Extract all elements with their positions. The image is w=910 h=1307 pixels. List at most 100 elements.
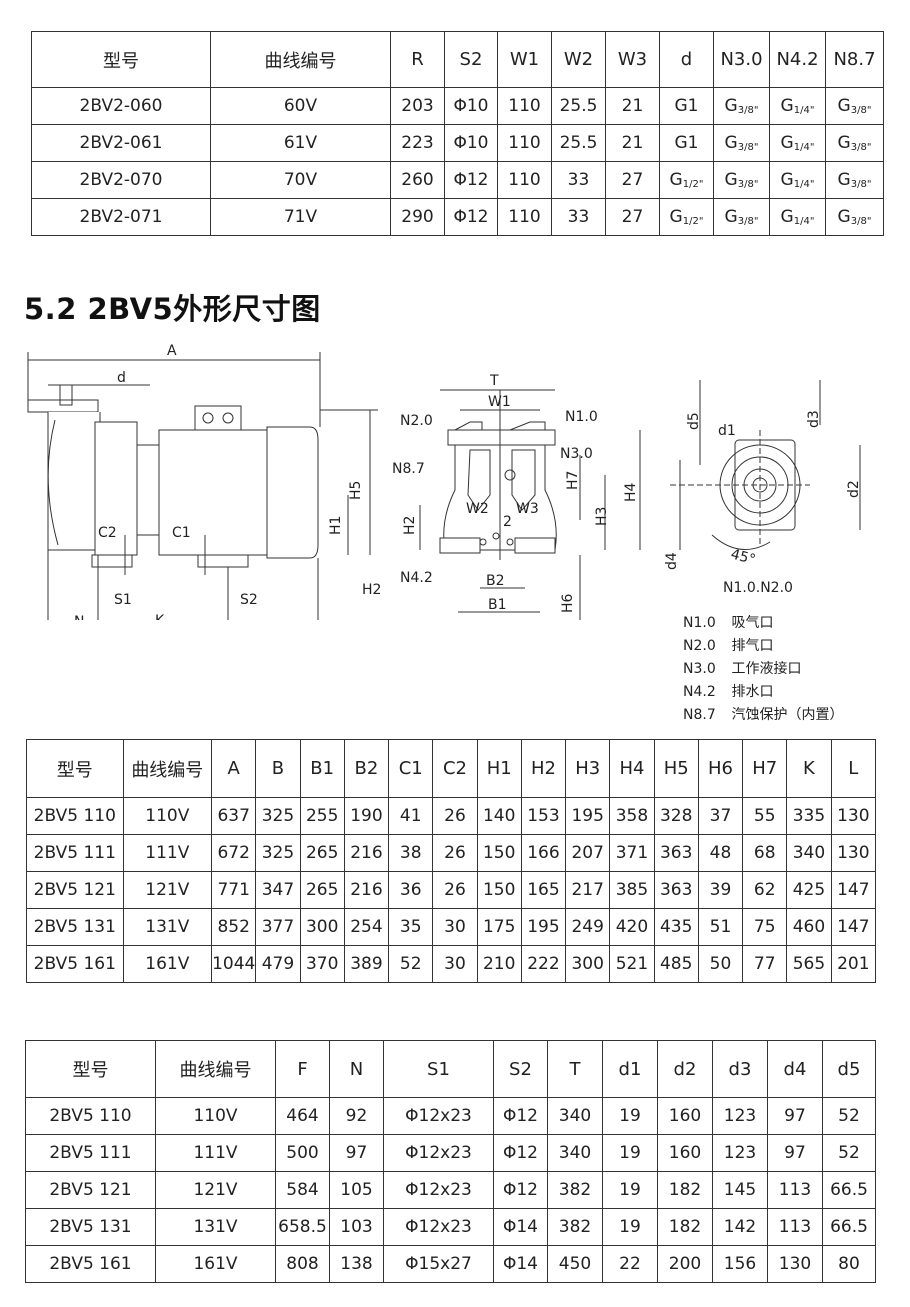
port-N8-7-label: N8.7: [392, 461, 425, 477]
table-cell: 52: [388, 945, 434, 983]
dim-d4-label: d4: [664, 552, 680, 570]
table-cell: 207: [565, 834, 611, 872]
table-cell: 27: [605, 161, 660, 199]
thread-size-base: G: [669, 207, 683, 227]
table-cell: 2BV5 121: [25, 1171, 156, 1209]
thread-size-base: G: [724, 170, 738, 190]
table-cell: 147: [830, 871, 877, 909]
legend-desc: 汽蚀保护（内置）: [731, 707, 844, 723]
flange-ports-label: N1.0.N2.0: [723, 580, 793, 596]
table-cell: 435: [653, 908, 699, 946]
table-cell: G1/4": [769, 161, 826, 199]
table-cell: 2BV5 110: [26, 797, 124, 835]
table-cell: 195: [565, 797, 611, 835]
port-N4-2-label: N4.2: [400, 570, 433, 586]
table-cell: 464: [275, 1097, 330, 1135]
table-cell: 160: [657, 1097, 713, 1135]
table-cell: 2BV5 161: [25, 1245, 156, 1283]
table-cell: 113: [767, 1171, 823, 1209]
column-header: N4.2: [769, 31, 826, 88]
column-header: W3: [605, 31, 660, 88]
table-cell: 255: [299, 797, 345, 835]
table-cell: 51: [697, 908, 744, 946]
table-cell: 33: [551, 198, 606, 236]
column-header: F: [275, 1040, 330, 1098]
dim-A-label: A: [167, 343, 177, 359]
table-cell: 195: [520, 908, 567, 946]
table-cell: 97: [329, 1134, 384, 1172]
thread-size-fraction: 3/8": [850, 105, 872, 116]
table-cell: 48: [697, 834, 744, 872]
dim-T-label: T: [489, 373, 499, 389]
table-cell: 26: [432, 797, 478, 835]
column-header: 型号: [26, 739, 124, 798]
thread-size-base: G1: [674, 96, 699, 116]
column-header: d4: [767, 1040, 823, 1098]
table-cell: 485: [653, 945, 699, 983]
port-N2-0-label: N2.0: [400, 413, 433, 429]
column-header: H2: [520, 739, 567, 798]
table-cell: 2BV5 111: [25, 1134, 156, 1172]
table-cell: G1: [659, 87, 714, 125]
table-cell: 52: [822, 1134, 876, 1172]
table-cell: Φ14: [493, 1245, 548, 1283]
thread-size-fraction: 1/2": [682, 179, 704, 190]
table-cell: 2BV5 110: [25, 1097, 156, 1135]
table-cell: 60V: [210, 87, 391, 125]
table-cell: 110: [497, 87, 552, 125]
thread-size-base: G: [837, 96, 851, 116]
column-header: A: [211, 739, 257, 798]
table-cell: G1: [659, 124, 714, 162]
table-cell: 111V: [122, 834, 213, 872]
table-cell: 55: [742, 797, 788, 835]
table-cell: Φ12: [493, 1097, 548, 1135]
dim-H2-label: H2: [362, 582, 381, 598]
column-header: B2: [343, 739, 390, 798]
legend-item: N4.2 排水口: [683, 681, 843, 704]
legend-item: N2.0 排气口: [683, 635, 843, 658]
dim-W1-top-label: W1: [488, 394, 511, 410]
table-cell: 771: [211, 871, 257, 909]
table-cell: 658.5: [275, 1208, 330, 1246]
table-cell: 130: [830, 797, 877, 835]
table-cell: 2BV5 111: [26, 834, 124, 872]
table-cell: 260: [390, 161, 445, 199]
thread-size-fraction: 3/8": [737, 179, 759, 190]
table-cell: 2BV2-070: [31, 161, 211, 199]
table-cell: 41: [388, 797, 434, 835]
table-cell: 36: [388, 871, 434, 909]
table-cell: 290: [390, 198, 445, 236]
table-cell: 38: [388, 834, 434, 872]
thread-size-base: G: [780, 133, 794, 153]
table-cell: 203: [390, 87, 445, 125]
legend-code: N3.0: [683, 661, 716, 677]
column-header: S1: [383, 1040, 494, 1098]
table-cell: 62: [742, 871, 788, 909]
table-cell: 138: [329, 1245, 384, 1283]
table-cell: 71V: [210, 198, 391, 236]
dim-N-label: N: [74, 614, 84, 620]
table-cell: 254: [343, 908, 390, 946]
table-cell: 75: [742, 908, 788, 946]
column-header: H3: [565, 739, 611, 798]
table-cell: 97: [767, 1134, 823, 1172]
table-cell: 19: [602, 1171, 658, 1209]
dim-C2-label: C2: [98, 525, 117, 541]
legend-item: N1.0 吸气口: [683, 612, 843, 635]
thread-size-fraction: 3/8": [737, 216, 759, 227]
table-cell: G3/8": [713, 161, 770, 199]
table-cell: 385: [609, 871, 655, 909]
table-cell: 21: [605, 87, 660, 125]
table-cell: 175: [476, 908, 522, 946]
table-cell: 216: [343, 834, 390, 872]
legend-item: N3.0 工作液接口: [683, 658, 843, 681]
table-cell: 200: [657, 1245, 713, 1283]
